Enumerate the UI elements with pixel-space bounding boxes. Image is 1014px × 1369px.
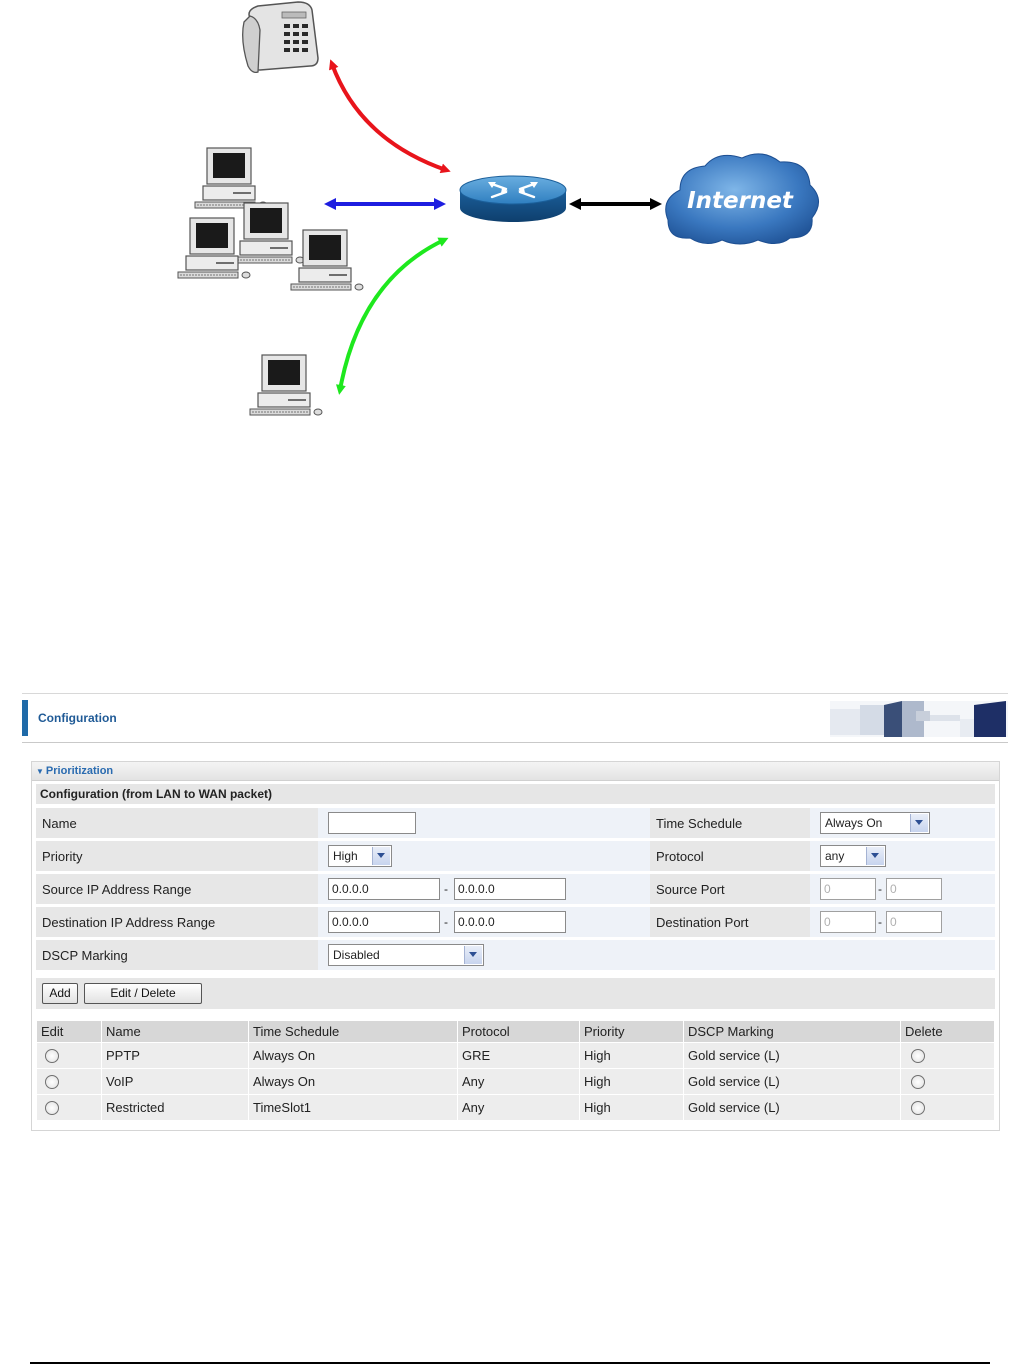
name-input[interactable] (328, 812, 416, 834)
table-header-row: Edit Name Time Schedule Protocol Priorit… (36, 1020, 995, 1043)
range-dash: - (444, 882, 448, 896)
source-ip-end-input[interactable]: 0.0.0.0 (454, 878, 566, 900)
source-port-label: Source Port (650, 874, 810, 905)
name-label: Name (36, 808, 318, 839)
form-row-name: Name Time Schedule Always On (36, 808, 995, 839)
rule-priority: High (579, 1094, 684, 1121)
destination-ip-label: Destination IP Address Range (36, 907, 318, 938)
page-bottom-rule (30, 1362, 990, 1364)
range-dash: - (444, 915, 448, 929)
column-header-protocol: Protocol (457, 1020, 580, 1043)
rule-schedule: Always On (248, 1068, 458, 1095)
chevron-down-icon[interactable] (910, 814, 928, 832)
prioritization-section: ▼Prioritization Configuration (from LAN … (31, 761, 1000, 1131)
section-title-bar[interactable]: ▼Prioritization (32, 762, 999, 781)
edit-radio[interactable] (45, 1075, 59, 1090)
rule-name: PPTP (101, 1042, 249, 1069)
rule-protocol: Any (457, 1094, 580, 1121)
rule-protocol: Any (457, 1068, 580, 1095)
header-banner-image (830, 701, 1008, 737)
rule-dscp: Gold service (L) (683, 1042, 901, 1069)
add-button[interactable]: Add (42, 983, 78, 1004)
destination-ip-end-input[interactable]: 0.0.0.0 (454, 911, 566, 933)
form-subheader: Configuration (from LAN to WAN packet) (36, 784, 995, 804)
router-icon (459, 175, 567, 222)
table-row: Restricted TimeSlot1 Any High Gold servi… (36, 1094, 995, 1121)
range-dash: - (878, 915, 882, 929)
priority-label: Priority (36, 841, 318, 872)
restricted-link-arrow (335, 237, 449, 395)
column-header-dscp-marking: DSCP Marking (683, 1020, 901, 1043)
dscp-marking-label: DSCP Marking (36, 940, 318, 971)
table-row: VoIP Always On Any High Gold service (L) (36, 1068, 995, 1095)
internet-cloud-icon: Internet (665, 153, 819, 245)
action-bar: Add Edit / Delete (36, 978, 995, 1009)
protocol-select[interactable]: any (820, 845, 886, 867)
edit-delete-button[interactable]: Edit / Delete (84, 983, 202, 1004)
qos-configuration-panel: Configuration ▼Prioritization Configurat… (22, 693, 1008, 1133)
telephone-icon (242, 1, 319, 74)
source-ip-start-input[interactable]: 0.0.0.0 (328, 878, 440, 900)
page-title: Configuration (38, 711, 117, 725)
chevron-down-icon[interactable] (464, 946, 482, 964)
rule-protocol: GRE (457, 1042, 580, 1069)
edit-radio[interactable] (45, 1049, 59, 1064)
rule-priority: High (579, 1042, 684, 1069)
source-port-end-input[interactable]: 0 (886, 878, 942, 900)
form-row-priority: Priority High Protocol any (36, 841, 995, 872)
destination-port-end-input[interactable]: 0 (886, 911, 942, 933)
protocol-label: Protocol (650, 841, 810, 872)
header-accent-bar (22, 700, 28, 736)
rule-dscp: Gold service (L) (683, 1094, 901, 1121)
form-row-source: Source IP Address Range 0.0.0.0 - 0.0.0.… (36, 874, 995, 905)
destination-port-label: Destination Port (650, 907, 810, 938)
form-row-destination: Destination IP Address Range 0.0.0.0 - 0… (36, 907, 995, 938)
page-header: Configuration (22, 693, 1008, 743)
column-header-delete: Delete (900, 1020, 995, 1043)
time-schedule-label: Time Schedule (650, 808, 810, 839)
rule-priority: High (579, 1068, 684, 1095)
column-header-edit: Edit (36, 1020, 102, 1043)
delete-radio[interactable] (911, 1101, 925, 1116)
column-header-time-schedule: Time Schedule (248, 1020, 458, 1043)
rule-schedule: TimeSlot1 (248, 1094, 458, 1121)
chevron-down-icon[interactable] (866, 847, 884, 865)
computer-icon (249, 354, 323, 416)
qos-rules-table: Edit Name Time Schedule Protocol Priorit… (36, 1020, 995, 1121)
source-ip-label: Source IP Address Range (36, 874, 318, 905)
rule-schedule: Always On (248, 1042, 458, 1069)
chevron-down-icon[interactable] (372, 847, 390, 865)
range-dash: - (878, 882, 882, 896)
internet-label: Internet (687, 188, 794, 214)
delete-radio[interactable] (911, 1075, 925, 1090)
column-header-priority: Priority (579, 1020, 684, 1043)
section-title: Prioritization (45, 765, 114, 777)
rule-name: Restricted (101, 1094, 249, 1121)
column-header-name: Name (101, 1020, 249, 1043)
edit-radio[interactable] (45, 1101, 59, 1116)
rule-dscp: Gold service (L) (683, 1068, 901, 1095)
destination-ip-start-input[interactable]: 0.0.0.0 (328, 911, 440, 933)
delete-radio[interactable] (911, 1049, 925, 1064)
form-row-dscp: DSCP Marking Disabled (36, 940, 995, 971)
voice-link-arrow (329, 59, 451, 174)
collapse-triangle-icon[interactable]: ▼ (36, 767, 44, 776)
computer-group-icon (177, 147, 364, 291)
destination-port-start-input[interactable]: 0 (820, 911, 876, 933)
rule-name: VoIP (101, 1068, 249, 1095)
time-schedule-select[interactable]: Always On (820, 812, 930, 834)
table-row: PPTP Always On GRE High Gold service (L) (36, 1042, 995, 1069)
priority-select[interactable]: High (328, 845, 392, 867)
network-diagram: Internet (177, 1, 819, 416)
source-port-start-input[interactable]: 0 (820, 878, 876, 900)
dscp-marking-select[interactable]: Disabled (328, 944, 484, 966)
